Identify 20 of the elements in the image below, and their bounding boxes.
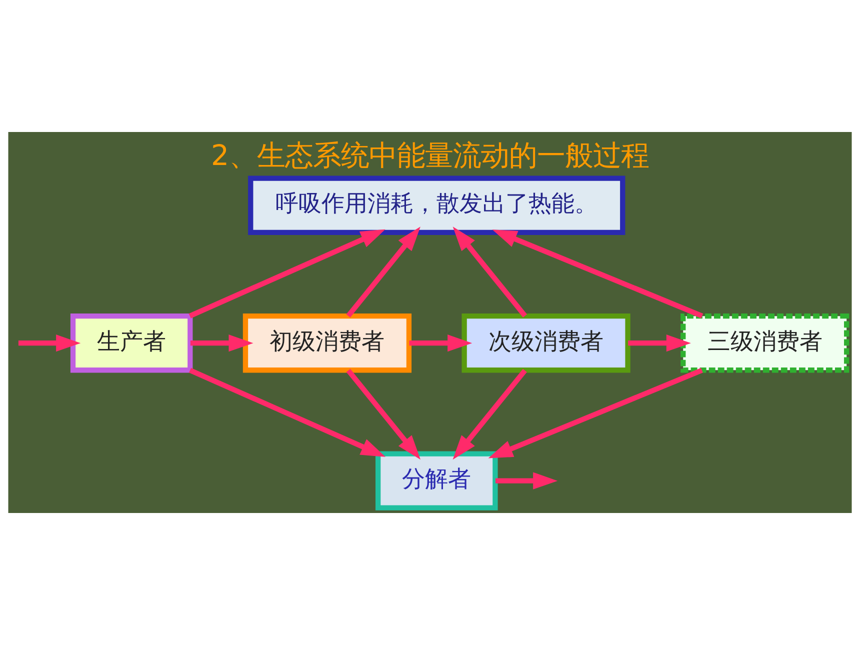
arrow (18, 334, 81, 352)
node-box: 呼吸作用消耗，散发出了热能。 (248, 176, 626, 235)
node-box: 三级消费者 (680, 314, 850, 373)
arrow (488, 368, 703, 458)
arrow (346, 226, 420, 318)
arrow (628, 334, 691, 352)
arrow (189, 368, 386, 457)
node-box: 生产者 (70, 314, 193, 373)
diagram-title: 2、生态系统中能量流动的一般过程 (210, 138, 650, 172)
arrow (346, 368, 420, 460)
node-box: 分解者 (376, 451, 498, 510)
arrow (452, 368, 527, 460)
arrow (452, 226, 527, 318)
node-box: 次级消费者 (462, 314, 630, 373)
node-box: 初级消费者 (242, 314, 412, 373)
arrow (190, 334, 254, 352)
arrow (492, 230, 704, 318)
arrow (409, 334, 472, 352)
arrow (188, 229, 386, 318)
arrow (495, 472, 558, 490)
